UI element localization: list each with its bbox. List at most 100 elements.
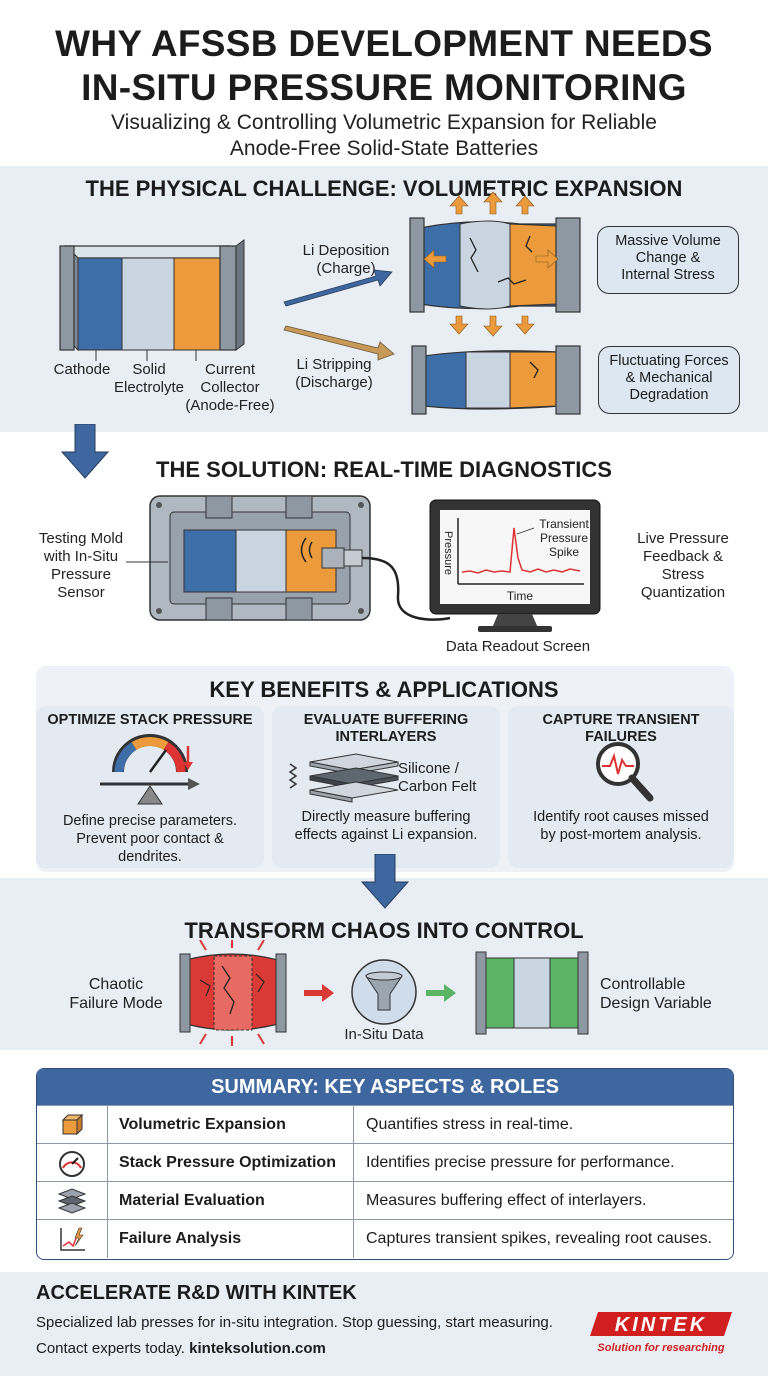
transform-diagram [179,940,589,1046]
card3-text-line1: Identify root causes missed [533,809,709,825]
stress-callout-line3: Internal Stress [621,267,715,283]
mold-label-line3: Pressure [50,566,112,583]
card3-heading: CAPTURE TRANSIENT FAILURES [542,712,700,745]
feedback-label-line3: Stress [661,566,705,583]
challenge-title: THE PHYSICAL CHALLENGE: VOLUMETRIC EXPAN… [85,176,683,201]
cathode-label: Cathode [53,361,111,378]
card1-heading: OPTIMIZE STACK PRESSURE [47,712,253,728]
deposition-label-line2: (Charge) [316,260,376,277]
collector-label: Current Collector (Anode-Free) [180,361,280,415]
title-line-2: IN-SITU PRESSURE MONITORING [81,67,687,108]
card2-material-line2: Carbon Felt [398,778,477,795]
interlayer-stack-icon [288,753,399,803]
battery-cell-illustration [59,239,245,352]
footer: ACCELERATE R&D WITH KINTEK Specialized l… [0,1272,768,1376]
page-subtitle: Visualizing & Controlling Volumetric Exp… [0,110,768,162]
summary-title: SUMMARY: KEY ASPECTS & ROLES [37,1069,733,1105]
logo-tagline: Solution for researching [597,1342,725,1354]
table-row: Failure Analysis Captures transient spik… [37,1219,733,1258]
role-cell: Measures buffering effect of interlayers… [366,1192,647,1209]
down-arrow-icon-2 [360,854,410,909]
degradation-callout-line3: Degradation [629,387,709,403]
card2-text: Directly measure buffering effects again… [272,808,500,844]
solution-diagram [126,495,601,632]
controllable-label: Controllable Design Variable [600,975,730,1013]
electrolyte-label-line2: Electrolyte [113,379,185,396]
aspect-cell: Material Evaluation [108,1182,354,1220]
card1-text-line1: Define precise parameters. [62,813,238,829]
card2-heading-line1: EVALUATE BUFFERING [303,712,469,728]
table-row: Volumetric Expansion Quantifies stress i… [37,1105,733,1144]
card3-text: Identify root causes missed by post-mort… [508,808,734,844]
benefits-title: KEY BENEFITS & APPLICATIONS [209,677,559,702]
stripping-label-line1: Li Stripping [296,356,372,373]
feedback-label-line2: Feedback & [642,548,724,565]
in-situ-data-label: In-Situ Data [344,1026,424,1043]
pressure-axis-label: Pressure [442,530,454,576]
table-row: Material Evaluation Measures buffering e… [37,1181,733,1220]
card1-text-line2: Prevent poor contact & [76,831,224,847]
monitor-illustration [429,499,601,632]
card2-heading-line2: INTERLAYERS [335,729,437,745]
mold-label-line2: with In-Situ [43,548,119,565]
screen-label: Data Readout Screen [445,638,591,655]
feedback-label-line4: Quantization [640,584,726,601]
mold-label: Testing Mold with In-Situ Pressure Senso… [36,530,126,602]
testing-mold-illustration [149,495,371,621]
degradation-callout-line2: & Mechanical [625,370,713,386]
summary-table: SUMMARY: KEY ASPECTS & ROLES Volumetric … [36,1068,734,1260]
pressure-gauge-icon [100,734,200,805]
controlled-cell-illustration [475,951,589,1035]
card2-material-label: Silicone / Carbon Felt [398,760,488,796]
spike-label-line2: Pressure [539,531,589,545]
role-cell: Captures transient spikes, revealing roo… [366,1230,712,1247]
website-link[interactable]: kinteksolution.com [189,1340,326,1357]
expanded-cell-illustration [409,217,581,313]
aspect-cell: Failure Analysis [108,1220,354,1258]
sensor-cable [361,556,451,621]
chaotic-label: Chaotic Failure Mode [56,975,176,1013]
chaotic-cell-illustration [179,940,287,1046]
stress-callout: Massive Volume Change & Internal Stress [597,226,739,294]
spike-label: Transient Pressure Spike [530,517,598,559]
stress-callout-line2: Change & [635,250,701,266]
kintek-logo: KINTEK [590,1312,732,1336]
solution-title: THE SOLUTION: REAL-TIME DIAGNOSTICS [156,457,612,482]
electrolyte-label: Solid Electrolyte [104,361,194,397]
gauge-icon [37,1144,108,1182]
benefit-card-interlayers: EVALUATE BUFFERING INTERLAYERS Silicone … [272,706,500,868]
aspect-cell: Stack Pressure Optimization [108,1144,354,1182]
controllable-label-line1: Controllable [600,976,686,993]
transform-title: TRANSFORM CHAOS INTO CONTROL [184,918,584,943]
degradation-callout: Fluctuating Forces & Mechanical Degradat… [598,346,740,414]
layers-icon [37,1182,108,1220]
expansion-arrows [423,191,559,337]
electrolyte-label-line1: Solid [132,361,166,378]
feedback-label: Live Pressure Feedback & Stress Quantiza… [606,530,760,602]
footer-title: ACCELERATE R&D WITH KINTEK [36,1282,357,1304]
title-line-1: WHY AFSSB DEVELOPMENT NEEDS [55,23,713,64]
deposition-label-line1: Li Deposition [302,242,390,259]
red-arrow-icon [304,984,334,1002]
collector-label-line3: (Anode-Free) [185,397,275,414]
card2-text-line2: effects against Li expansion. [294,827,478,843]
down-arrow-icon [60,424,110,479]
charge-arrow [283,269,393,307]
green-arrow-icon [426,984,456,1002]
degraded-cell-illustration [411,345,581,415]
table-row: Stack Pressure Optimization Identifies p… [37,1143,733,1182]
controllable-label-line2: Design Variable [600,995,712,1012]
stripping-label: Li Stripping (Discharge) [284,356,384,392]
chaotic-label-line2: Failure Mode [69,995,163,1012]
stress-callout-line1: Massive Volume [615,233,721,249]
subtitle-line-2: Anode-Free Solid-State Batteries [229,137,539,160]
spike-chart-icon [37,1220,108,1258]
mold-label-line1: Testing Mold [38,530,124,547]
footer-contact-prefix: Contact experts today. [36,1340,190,1357]
deposition-label: Li Deposition (Charge) [296,242,396,278]
challenge-diagram [59,191,581,415]
spike-label-line1: Transient [539,517,589,531]
feedback-label-line1: Live Pressure [637,530,729,547]
footer-contact: Contact experts today. kinteksolution.co… [36,1340,326,1357]
aspect-cell: Volumetric Expansion [108,1106,354,1144]
